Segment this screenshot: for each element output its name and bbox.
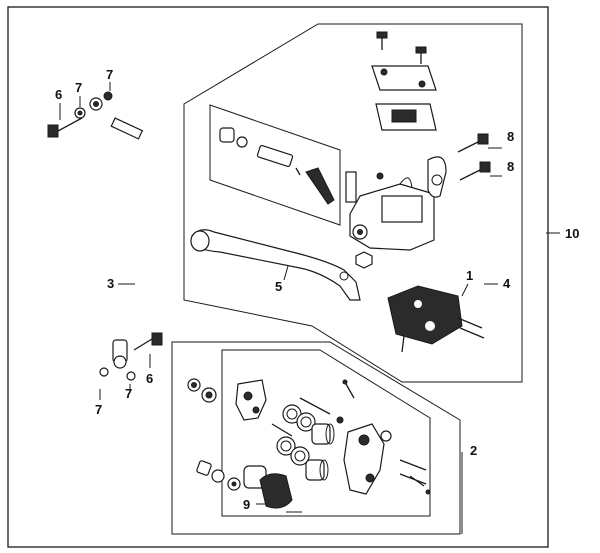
caliper-small-seals bbox=[196, 460, 241, 491]
callout-8-upper: 8 bbox=[507, 129, 514, 144]
brake-light-switch bbox=[387, 285, 485, 353]
callout-7-top-left: 7 bbox=[75, 80, 82, 95]
piston-kit-outline bbox=[209, 104, 341, 226]
callout-6-bottom: 6 bbox=[146, 371, 153, 386]
caliper-piston-seals bbox=[276, 404, 316, 466]
callout-7-bottom-left: 7 bbox=[95, 402, 102, 417]
handlebar-clamp bbox=[427, 156, 447, 198]
slide-pins bbox=[271, 397, 331, 437]
callout-10: 10 bbox=[565, 226, 579, 241]
cap-screws bbox=[376, 31, 427, 64]
bleeder-valve bbox=[336, 379, 355, 424]
callout-1: 1 bbox=[466, 268, 473, 283]
pad-pins bbox=[399, 459, 431, 495]
callout-6-top: 6 bbox=[55, 87, 62, 102]
brake-lever bbox=[190, 229, 361, 301]
callout-7-bottom-right: 7 bbox=[125, 386, 132, 401]
caliper-bracket bbox=[235, 379, 267, 421]
banjo-bolt-bottom bbox=[133, 332, 163, 351]
brake-hose bbox=[89, 97, 156, 369]
caliper-pistons bbox=[305, 423, 335, 481]
outer-frame bbox=[7, 6, 549, 548]
brake-pads bbox=[243, 465, 293, 509]
master-cylinder-assembly-outline bbox=[183, 23, 523, 383]
callout-9: 9 bbox=[243, 497, 250, 512]
callout-5: 5 bbox=[275, 279, 282, 294]
caliper-body bbox=[343, 423, 392, 495]
sealing-washer-bottom-a bbox=[99, 367, 109, 377]
caliper-assembly-outline bbox=[171, 341, 461, 535]
master-cylinder-body bbox=[349, 172, 435, 251]
callout-3: 3 bbox=[107, 276, 114, 291]
sealing-washer-top-b bbox=[103, 91, 113, 101]
clamp-bolt-upper bbox=[457, 133, 489, 153]
clamp-bolt-lower bbox=[459, 161, 491, 181]
diaphragm bbox=[375, 103, 437, 131]
caliper-inner-outline bbox=[221, 349, 431, 517]
callout-7-top-right: 7 bbox=[106, 67, 113, 82]
callout-8-lower: 8 bbox=[507, 159, 514, 174]
callout-4: 4 bbox=[503, 276, 511, 291]
callout-2: 2 bbox=[470, 443, 477, 458]
sealing-washer-bottom-b bbox=[126, 371, 136, 381]
dust-seals-left bbox=[187, 378, 217, 403]
reservoir-cap bbox=[371, 65, 437, 91]
piston-kit bbox=[219, 127, 357, 205]
leader-lines bbox=[59, 82, 560, 534]
pivot-nut bbox=[355, 251, 373, 269]
banjo-bolt-top bbox=[47, 117, 83, 138]
